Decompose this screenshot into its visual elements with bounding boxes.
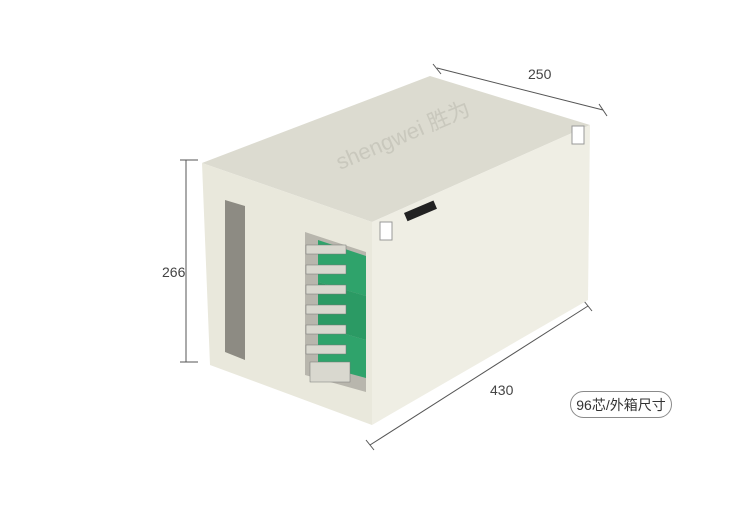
width-label: 430 xyxy=(490,382,514,398)
handle-left xyxy=(379,221,393,241)
handle-right xyxy=(571,125,585,145)
height-label: 266 xyxy=(162,264,186,280)
front-logo-plate xyxy=(404,200,437,222)
fiber-modules xyxy=(305,240,366,383)
spec-badge: 96芯/外箱尺寸 xyxy=(570,391,672,418)
cabinet-top xyxy=(202,76,590,222)
depth-label: 250 xyxy=(528,66,552,82)
cabinet-side xyxy=(372,125,590,425)
dimension-lines xyxy=(180,63,608,451)
